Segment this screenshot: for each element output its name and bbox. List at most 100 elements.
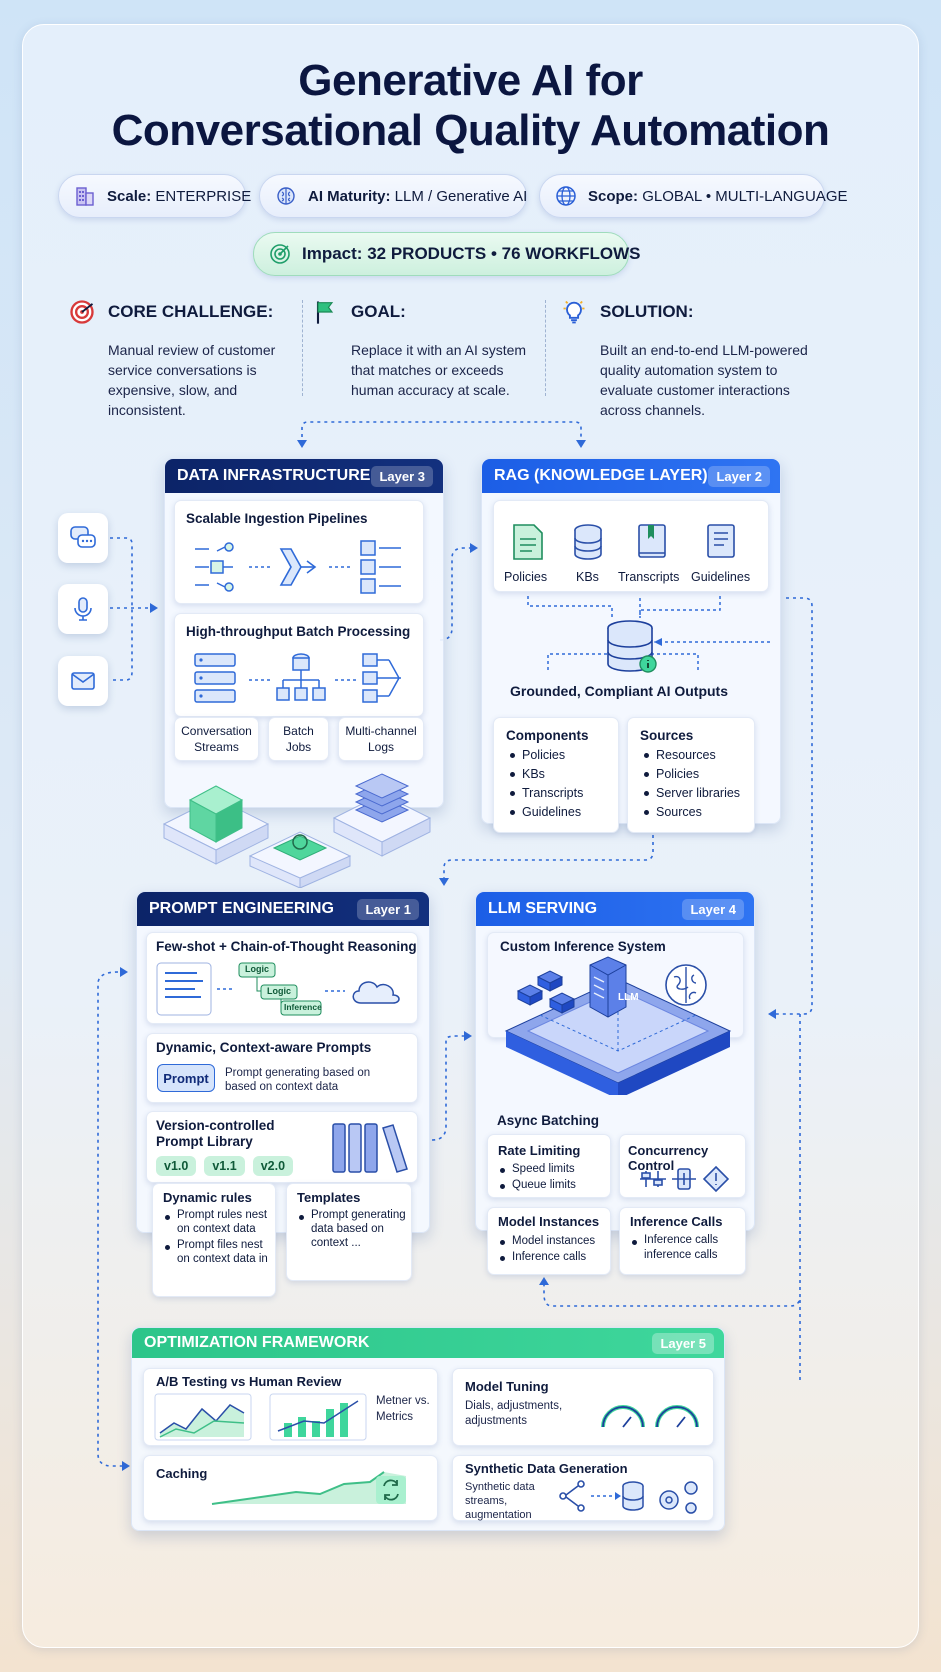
scope-label: Scope:	[588, 187, 639, 205]
logic-step-2: Logic	[267, 986, 291, 996]
ab-testing-card: A/B Testing vs Human Review Metner vs. M…	[143, 1368, 438, 1446]
pipeline-icon	[195, 540, 401, 594]
impact-pill: Impact: 32 PRODUCTS • 76 WORKFLOWS	[253, 232, 640, 276]
custom-inference-title: Custom Inference System	[500, 939, 666, 954]
templates-title: Templates	[297, 1190, 361, 1205]
multichannel-logs-label: Multi-channel Logs	[345, 724, 417, 754]
microphone-icon	[74, 597, 92, 621]
dynamic-prompts-text: Prompt generating based on based on cont…	[225, 1067, 371, 1093]
maturity-label: AI Maturity:	[308, 187, 391, 205]
caching-card: Caching	[143, 1455, 438, 1521]
rag-transcripts-label: Transcripts	[618, 570, 680, 584]
version-tags: v1.0 v1.1 v2.0	[156, 1156, 301, 1176]
scale-value: ENTERPRISE	[155, 187, 252, 205]
prompt-layer: Layer 1	[357, 898, 419, 920]
version-tag: v2.0	[252, 1156, 294, 1176]
guidelines-book-icon	[707, 524, 735, 558]
inference-calls-card: Inference Calls Inference calls inferenc…	[619, 1207, 746, 1275]
dynamic-prompts-card: Dynamic, Context-aware Prompts Prompt Pr…	[146, 1033, 418, 1103]
title-line-2: Conversational Quality Automation	[111, 106, 830, 155]
concurrency-title: Concurrency Control	[628, 1143, 709, 1173]
model-instances-title: Model Instances	[498, 1214, 600, 1229]
core-challenge: CORE CHALLENGE: Manual review of custome…	[68, 298, 300, 420]
goal-text: Replace it with an AI system that matche…	[351, 342, 527, 398]
prompt-tag: Prompt	[157, 1064, 215, 1092]
rag-policies-label: Policies	[504, 570, 548, 584]
scope-pill: Scope: GLOBAL • MULTI-LANGUAGE	[539, 174, 848, 218]
components-card: Components Policies KBs Transcripts Guid…	[493, 717, 619, 833]
concurrency-controls-icon	[640, 1165, 730, 1193]
impact-value: 32 PRODUCTS • 76 WORKFLOWS	[367, 244, 641, 263]
async-batching-title: Async Batching	[497, 1113, 600, 1128]
rule-item: Prompt rules nest on context data	[163, 1208, 271, 1236]
batch-card: High-throughput Batch Processing	[174, 613, 424, 717]
title-line-1: Generative AI for	[298, 56, 643, 105]
rag-title: RAG (KNOWLEDGE LAYER)	[494, 467, 708, 484]
solution: SOLUTION: Built an end-to-end LLM-powere…	[560, 298, 830, 420]
conversation-streams-label: Conversation Streams	[181, 724, 252, 754]
batch-processing-icon	[194, 653, 401, 703]
goal: GOAL: Replace it with an AI system that …	[311, 298, 541, 400]
batch-jobs-box: Batch Jobs	[268, 717, 329, 761]
rate-item: Speed limits	[498, 1161, 576, 1177]
prompt-tag-label: Prompt	[163, 1070, 209, 1086]
synthetic-data-icon	[559, 1480, 698, 1514]
rag-central-database	[527, 596, 770, 673]
ab-charts-icon	[154, 1393, 367, 1441]
bullseye-icon	[70, 300, 94, 324]
inference-server-illustration	[504, 956, 732, 1095]
model-instances-card: Model Instances Model instances Inferenc…	[487, 1207, 611, 1275]
component-item: Guidelines	[508, 803, 583, 822]
components-title: Components	[506, 728, 589, 743]
sources-title: Sources	[640, 728, 694, 743]
dynamic-rules-card: Dynamic rules Prompt rules nest on conte…	[152, 1183, 276, 1297]
impact-label: Impact:	[302, 244, 363, 263]
voice-channel	[58, 584, 108, 634]
source-item: Sources	[642, 803, 740, 822]
inference-step: Inference	[284, 1002, 322, 1012]
synthetic-data-text: Synthetic data streams, augmentation	[465, 1481, 535, 1521]
caching-title: Caching	[156, 1466, 208, 1481]
rule-item: Prompt files nest on context data in	[163, 1238, 271, 1266]
rate-limiting-card: Rate Limiting Speed limits Queue limits	[487, 1134, 611, 1198]
globe-icon	[556, 186, 576, 206]
version-tag: v1.0	[156, 1156, 197, 1176]
books-library-icon	[332, 1123, 408, 1173]
sources-card: Sources Resources Policies Server librar…	[627, 717, 755, 833]
page-title: Generative AI for Conversational Quality…	[0, 56, 941, 156]
source-item: Resources	[642, 746, 740, 765]
version-tag: v1.1	[204, 1156, 245, 1176]
inference-call-item: Inference calls inference calls	[630, 1233, 730, 1263]
flag-icon	[316, 301, 334, 324]
book-icon	[638, 524, 666, 558]
grounded-outputs-label: Grounded, Compliant AI Outputs	[509, 683, 729, 699]
scale-label: Scale:	[107, 187, 152, 205]
ab-testing-title: A/B Testing vs Human Review	[156, 1374, 342, 1389]
model-tuning-text: Dials, adjustments, adjustments	[465, 1400, 563, 1427]
ingestion-card: Scalable Ingestion Pipelines	[174, 500, 424, 604]
solution-text: Built an end-to-end LLM-powered quality …	[600, 342, 808, 418]
divider	[302, 300, 303, 396]
target-icon	[270, 244, 290, 264]
goal-title: GOAL:	[351, 302, 406, 321]
rag-header: RAG (KNOWLEDGE LAYER)Layer 2	[482, 459, 780, 493]
scope-value: GLOBAL • MULTI-LANGUAGE	[642, 187, 848, 205]
component-item: KBs	[508, 765, 583, 784]
logic-step-1: Logic	[245, 964, 269, 974]
rate-limiting-title: Rate Limiting	[498, 1143, 581, 1158]
divider	[545, 300, 546, 396]
model-item: Inference calls	[498, 1249, 595, 1265]
optimization-layer: Layer 5	[652, 1332, 714, 1354]
tuning-dials-icon	[601, 1405, 699, 1428]
conversation-streams-box: Conversation Streams	[174, 717, 259, 761]
building-icon	[76, 187, 94, 206]
rag-guidelines-label: Guidelines	[691, 570, 751, 584]
component-item: Policies	[508, 746, 583, 765]
synthetic-data-title: Synthetic Data Generation	[465, 1461, 628, 1476]
source-item: Policies	[642, 765, 740, 784]
ingestion-title: Scalable Ingestion Pipelines	[186, 511, 368, 526]
challenge-title: CORE CHALLENGE:	[108, 302, 274, 321]
challenge-text: Manual review of customer service conver…	[108, 342, 276, 418]
